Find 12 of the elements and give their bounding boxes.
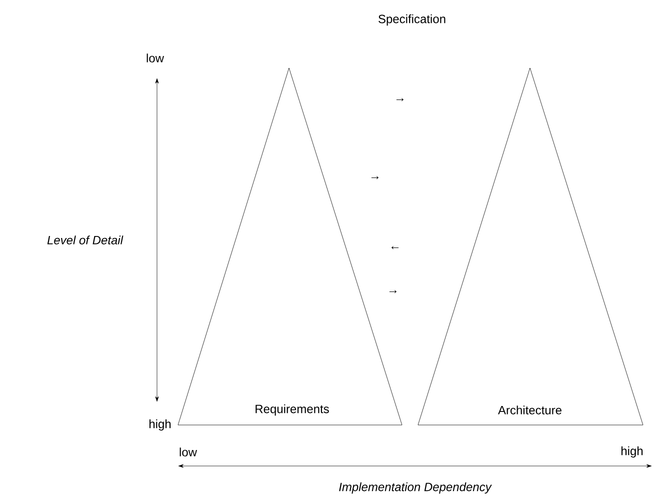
arrow-symbol: → — [389, 290, 397, 294]
axis-label: high — [150, 419, 171, 431]
axis-title: Implementation Dependency — [339, 482, 492, 494]
axis-label: low — [180, 448, 198, 456]
arrow-symbol: → — [396, 98, 404, 102]
axis-label: high — [621, 446, 643, 458]
axis-title: Level of Detail — [47, 236, 124, 244]
arrow-symbol: ← — [391, 246, 399, 250]
triangle: Architecture — [418, 68, 644, 426]
arrow-symbol: → — [371, 176, 379, 180]
axis-label: low — [146, 54, 164, 62]
title: Specification — [378, 14, 446, 26]
